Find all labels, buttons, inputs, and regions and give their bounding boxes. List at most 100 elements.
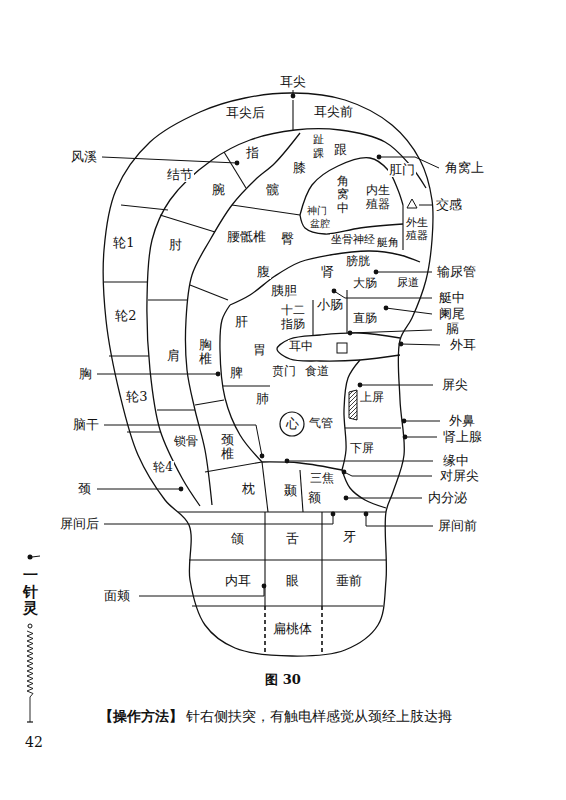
region-label: 耳尖前 <box>313 105 354 120</box>
region-label: 下屏 <box>349 442 375 456</box>
leader-dot <box>399 342 404 347</box>
region-label: 腹 <box>256 265 271 280</box>
region-label: 三焦 <box>309 472 335 486</box>
fossa-bottom-line <box>300 215 403 234</box>
region-label: 扁桃体 <box>272 622 313 637</box>
leader-dot <box>348 331 353 336</box>
region-divider <box>345 427 401 428</box>
callout-label: 外耳 <box>449 338 477 353</box>
region-label: 指 <box>245 146 260 161</box>
callout-label: 对屏尖 <box>439 469 480 484</box>
leader-line <box>104 425 262 456</box>
concha-border-line <box>220 305 262 462</box>
region-label: 外生殖器 <box>405 217 429 242</box>
leader-line <box>97 374 218 375</box>
region-label: 眼 <box>285 574 300 589</box>
callout-label: 内分泌 <box>427 491 468 506</box>
region-label: 内生殖器 <box>365 184 391 212</box>
ear-outline <box>103 93 433 656</box>
leader-line <box>104 514 333 524</box>
callout-label: 风溪 <box>70 150 98 165</box>
region-label: 跟 <box>333 143 348 158</box>
leader-line <box>376 272 432 273</box>
leader-dot <box>332 289 337 294</box>
circle-outline <box>280 412 304 436</box>
callout-label: 外鼻 <box>448 414 476 429</box>
region-label: 颌 <box>230 532 245 547</box>
leader-line <box>366 514 433 526</box>
leader-dot <box>216 372 221 377</box>
region-divider <box>321 512 322 606</box>
region-label: 肘 <box>168 238 183 253</box>
region-label: 轮1 <box>112 236 135 251</box>
region-divider <box>292 100 293 130</box>
side-tick <box>27 721 33 722</box>
region-label: 颈椎 <box>220 433 235 462</box>
region-label: 颞 <box>283 484 298 499</box>
leader-line <box>386 308 432 314</box>
region-label: 内耳 <box>224 574 252 589</box>
region-label: 踝 <box>312 148 325 161</box>
region-label: 胰胆 <box>270 284 298 299</box>
callout-label: 屏间后 <box>59 517 100 532</box>
square-mark <box>337 343 347 353</box>
region-divider <box>178 511 386 512</box>
region-label: 垂前 <box>335 574 363 589</box>
region-label: 髋 <box>265 183 280 198</box>
region-label: 脾 <box>229 366 244 381</box>
leader-dot <box>358 383 363 388</box>
leader-line <box>346 498 422 499</box>
region-label: 上屏 <box>359 391 385 405</box>
side-title: 一针灵 <box>22 567 39 617</box>
region-divider <box>300 470 303 512</box>
region-label: 直肠 <box>352 312 378 326</box>
region-label: 肾 <box>320 265 335 280</box>
region-label: 趾 <box>312 134 325 147</box>
leader-dot <box>342 470 347 475</box>
hatched-area <box>349 390 357 420</box>
leader-dot <box>364 512 369 517</box>
page-number: 42 <box>24 734 44 750</box>
callout-label: 颈 <box>77 482 92 497</box>
callout-label: 屏尖 <box>441 378 469 393</box>
region-label: 角窝中 <box>336 175 350 215</box>
region-divider <box>205 462 262 472</box>
callout-label: 缘中 <box>442 454 470 469</box>
callout-label: 面颊 <box>103 589 131 604</box>
leader-line <box>344 472 432 476</box>
region-label: 食道 <box>304 365 330 379</box>
region-label: 坐骨神经 <box>330 234 376 247</box>
side-tick <box>32 556 40 557</box>
region-divider <box>104 281 148 282</box>
leader-line <box>360 385 433 386</box>
region-label: 结节 <box>166 168 194 183</box>
region-label: 耳尖后 <box>225 106 266 121</box>
region-divider <box>262 462 268 512</box>
region-label: 耳中 <box>288 340 314 354</box>
region-label: 锁骨 <box>173 435 199 449</box>
region-divider <box>189 559 386 560</box>
leader-line <box>97 489 181 490</box>
region-label: 轮4 <box>152 461 174 475</box>
side-coil <box>27 631 33 722</box>
region-label: 腕 <box>211 183 226 198</box>
callout-label: 肾上腺 <box>442 430 483 445</box>
leader-line <box>401 344 440 345</box>
figure-caption: 图 30 <box>264 673 302 688</box>
region-label: 膝 <box>292 161 307 176</box>
callout-label: 膈 <box>445 322 460 337</box>
region-label: 胸椎 <box>198 338 213 367</box>
callout-label: 输尿管 <box>436 265 477 280</box>
callout-label: 交感 <box>435 198 463 213</box>
region-divider <box>148 299 187 300</box>
callout-label: 胸 <box>78 367 93 382</box>
dashed-divider <box>264 606 266 652</box>
region-label: 神门 <box>306 205 328 217</box>
region-divider <box>346 290 347 333</box>
triangle-mark <box>407 199 417 208</box>
region-label: 小肠 <box>316 298 344 313</box>
helix-crus-line <box>277 333 400 361</box>
region-divider <box>190 285 228 300</box>
dashed-divider <box>321 606 323 654</box>
region-label: 贲门 <box>271 365 297 379</box>
